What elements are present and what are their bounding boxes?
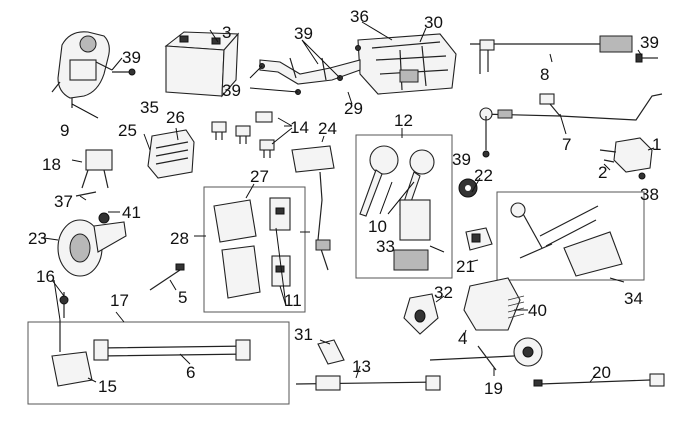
callout-39-b: 39	[294, 24, 313, 43]
callout-3: 3	[222, 23, 231, 42]
bolt-39-c-icon	[635, 53, 658, 63]
sensor-19-icon	[429, 337, 543, 371]
callout-18: 18	[42, 155, 61, 174]
callout-29: 29	[344, 99, 363, 118]
callout-28: 28	[170, 229, 189, 248]
callout-15: 15	[98, 377, 117, 396]
regulator-icon	[147, 129, 195, 179]
key-set-group-box	[355, 134, 453, 279]
callout-5: 5	[178, 288, 187, 307]
callout-24: 24	[318, 119, 337, 138]
callout-7: 7	[562, 135, 571, 154]
switch-icon	[465, 227, 493, 251]
callout-14: 14	[290, 118, 309, 137]
ignition-key-icon	[359, 145, 435, 271]
callout-33: 33	[376, 237, 395, 256]
battery-bracket-icon	[259, 57, 361, 85]
battery-box-icon	[357, 33, 457, 95]
callout-9: 9	[60, 121, 69, 140]
callout-8: 8	[540, 65, 549, 84]
callout-34: 34	[624, 289, 643, 308]
cable-7-icon	[479, 93, 663, 121]
relay-icon	[599, 137, 653, 173]
tilt-switch-icon	[75, 149, 113, 197]
callout-13: 13	[352, 357, 371, 376]
callout-12: 12	[394, 111, 413, 130]
callout-38: 38	[640, 185, 659, 204]
ignition-coil-icon	[51, 31, 113, 108]
callout-39-a: 39	[122, 48, 141, 67]
callout-39-d: 39	[640, 33, 659, 52]
wire-13-icon	[295, 375, 441, 391]
callout-39-e: 39	[452, 150, 471, 169]
callout-32: 32	[434, 283, 453, 302]
callout-2: 2	[598, 163, 607, 182]
callout-39-c: 39	[222, 81, 241, 100]
starter-relay-icon	[291, 145, 335, 271]
screw-38-icon	[638, 172, 646, 180]
callout-36: 36	[350, 7, 369, 26]
harness-6-icon	[93, 339, 251, 361]
callout-27: 27	[250, 167, 269, 186]
callout-19: 19	[484, 379, 503, 398]
cdi-unit-icon	[213, 199, 261, 299]
harness-group-box	[27, 321, 290, 405]
callout-40: 40	[528, 301, 547, 320]
ignition-unit-icon	[463, 277, 525, 331]
battery-icon	[164, 31, 240, 98]
callout-11: 11	[284, 291, 302, 310]
callout-35: 35	[140, 98, 159, 117]
callout-23: 23	[28, 229, 47, 248]
callout-20: 20	[592, 363, 611, 382]
callout-10: 10	[368, 217, 387, 236]
bolt-39-a-icon	[112, 68, 136, 76]
callout-41: 41	[122, 203, 141, 222]
callout-1: 1	[652, 135, 661, 154]
tool-kit-group-box	[496, 191, 645, 281]
fuses-icon	[211, 111, 275, 158]
callout-4: 4	[458, 329, 467, 348]
leader-lines	[43, 21, 655, 383]
callout-22: 22	[474, 166, 493, 185]
callout-31: 31	[294, 325, 313, 344]
callout-37: 37	[54, 192, 73, 211]
cable-8-icon	[470, 35, 633, 74]
tool-kit-icon	[510, 202, 623, 277]
callout-16: 16	[36, 267, 55, 286]
callout-25: 25	[118, 121, 137, 140]
callout-6: 6	[186, 363, 195, 382]
wire-20-icon	[533, 373, 665, 387]
bolt-39-b-icon	[259, 45, 361, 95]
horn-icon	[57, 212, 127, 277]
module-11-icon	[269, 197, 291, 287]
cable-tie-icon	[149, 263, 185, 291]
cdi-group-box	[203, 186, 306, 313]
clip-31-icon	[317, 339, 345, 365]
callout-26: 26	[166, 108, 185, 127]
bracket-32-icon	[403, 293, 439, 335]
callout-30: 30	[424, 13, 443, 32]
grommet-icon	[458, 116, 490, 198]
callout-21: 21	[456, 257, 475, 276]
callout-17: 17	[110, 291, 129, 310]
